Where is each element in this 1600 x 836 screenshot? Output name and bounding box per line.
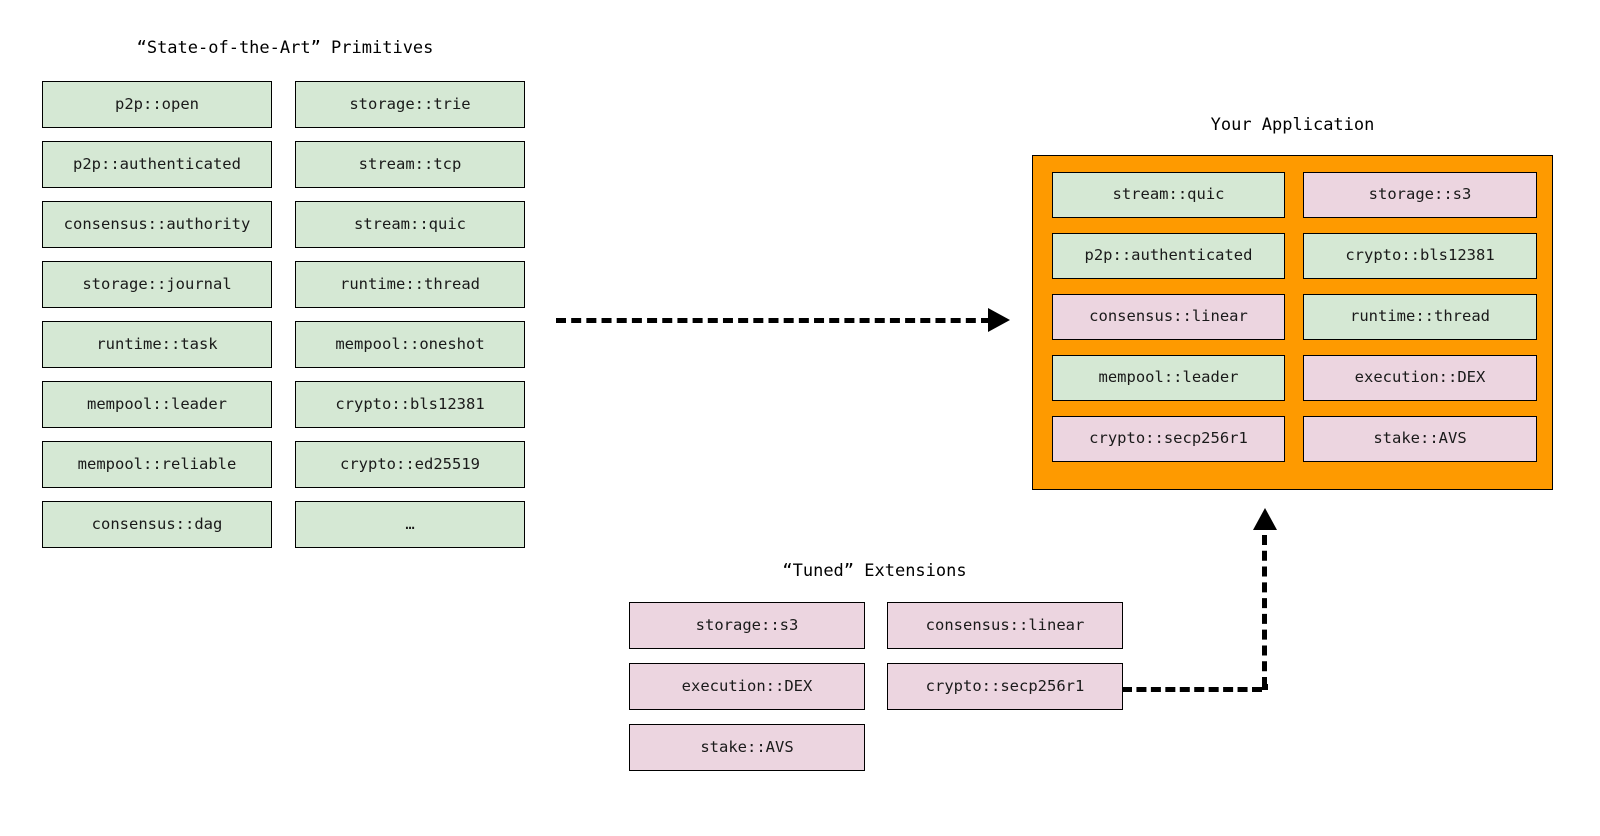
arrow-primitives-to-application-line — [556, 318, 991, 323]
application-box-right-1[interactable]: crypto::bls12381 — [1303, 233, 1537, 279]
extension-box-left-0-label: storage::s3 — [695, 615, 799, 634]
application-box-left-3[interactable]: mempool::leader — [1052, 355, 1285, 401]
primitive-box-right-6[interactable]: crypto::ed25519 — [295, 441, 525, 488]
application-box-right-0-label: storage::s3 — [1368, 185, 1472, 204]
primitive-box-left-6[interactable]: mempool::reliable — [42, 441, 272, 488]
extension-box-left-2-label: stake::AVS — [700, 737, 794, 756]
primitive-box-left-0-label: p2p::open — [115, 94, 199, 113]
arrow-extensions-to-application-head — [1253, 508, 1277, 530]
application-box-right-3-label: execution::DEX — [1354, 368, 1486, 387]
primitive-box-left-1[interactable]: p2p::authenticated — [42, 141, 272, 188]
extension-box-left-1[interactable]: execution::DEX — [629, 663, 865, 710]
application-box-left-3-label: mempool::leader — [1098, 368, 1239, 387]
primitive-box-right-1-label: stream::tcp — [358, 154, 462, 173]
primitive-box-left-4-label: runtime::task — [96, 334, 218, 353]
extension-box-left-0[interactable]: storage::s3 — [629, 602, 865, 649]
arrow-extensions-to-application-corner — [1262, 684, 1268, 690]
primitive-box-left-7[interactable]: consensus::dag — [42, 501, 272, 548]
application-box-left-1-label: p2p::authenticated — [1084, 246, 1253, 265]
application-box-right-4[interactable]: stake::AVS — [1303, 416, 1537, 462]
application-box-left-4[interactable]: crypto::secp256r1 — [1052, 416, 1285, 462]
primitive-box-left-7-label: consensus::dag — [91, 514, 223, 533]
application-box-right-3[interactable]: execution::DEX — [1303, 355, 1537, 401]
primitive-box-left-4[interactable]: runtime::task — [42, 321, 272, 368]
primitive-box-right-5[interactable]: crypto::bls12381 — [295, 381, 525, 428]
application-box-left-2[interactable]: consensus::linear — [1052, 294, 1285, 340]
application-box-right-4-label: stake::AVS — [1373, 429, 1467, 448]
primitive-box-left-5[interactable]: mempool::leader — [42, 381, 272, 428]
primitive-box-right-6-label: crypto::ed25519 — [340, 454, 480, 473]
application-box-left-0-label: stream::quic — [1112, 185, 1225, 204]
extension-box-right-0-label: consensus::linear — [925, 615, 1085, 634]
primitive-box-left-0[interactable]: p2p::open — [42, 81, 272, 128]
extension-box-left-1-label: execution::DEX — [681, 676, 813, 695]
application-box-left-4-label: crypto::secp256r1 — [1089, 429, 1248, 448]
arrow-extensions-to-application-segment-horizontal — [1122, 687, 1262, 692]
primitive-box-right-0-label: storage::trie — [349, 94, 471, 113]
primitives-section-title: “State-of-the-Art” Primitives — [136, 38, 434, 58]
application-box-left-0[interactable]: stream::quic — [1052, 172, 1285, 218]
primitive-box-left-5-label: mempool::leader — [87, 394, 227, 413]
application-box-right-2[interactable]: runtime::thread — [1303, 294, 1537, 340]
arrow-extensions-to-application-segment-vertical — [1262, 535, 1267, 687]
primitive-box-right-4-label: mempool::oneshot — [335, 334, 485, 353]
primitive-box-left-6-label: mempool::reliable — [77, 454, 237, 473]
primitive-box-right-4[interactable]: mempool::oneshot — [295, 321, 525, 368]
extension-box-right-0[interactable]: consensus::linear — [887, 602, 1123, 649]
application-section-title: Your Application — [1210, 115, 1375, 135]
primitive-box-left-2[interactable]: consensus::authority — [42, 201, 272, 248]
primitive-box-left-3-label: storage::journal — [82, 274, 232, 293]
primitive-box-right-2-label: stream::quic — [354, 214, 466, 233]
application-box-left-1[interactable]: p2p::authenticated — [1052, 233, 1285, 279]
primitive-box-left-1-label: p2p::authenticated — [73, 154, 241, 173]
primitive-box-right-7-label: … — [405, 514, 415, 533]
primitive-box-left-2-label: consensus::authority — [63, 214, 251, 233]
arrow-primitives-to-application-head — [988, 308, 1010, 332]
extension-box-left-2[interactable]: stake::AVS — [629, 724, 865, 771]
primitive-box-right-7[interactable]: … — [295, 501, 525, 548]
application-box-right-0[interactable]: storage::s3 — [1303, 172, 1537, 218]
primitive-box-right-0[interactable]: storage::trie — [295, 81, 525, 128]
primitive-box-right-5-label: crypto::bls12381 — [335, 394, 485, 413]
application-box-left-2-label: consensus::linear — [1089, 307, 1248, 326]
primitive-box-right-1[interactable]: stream::tcp — [295, 141, 525, 188]
primitive-box-right-3[interactable]: runtime::thread — [295, 261, 525, 308]
primitive-box-left-3[interactable]: storage::journal — [42, 261, 272, 308]
extensions-section-title: “Tuned” Extensions — [782, 561, 967, 581]
application-box-right-1-label: crypto::bls12381 — [1345, 246, 1495, 265]
application-box-right-2-label: runtime::thread — [1350, 307, 1490, 326]
extension-box-right-1[interactable]: crypto::secp256r1 — [887, 663, 1123, 710]
primitive-box-right-3-label: runtime::thread — [340, 274, 480, 293]
primitive-box-right-2[interactable]: stream::quic — [295, 201, 525, 248]
extension-box-right-1-label: crypto::secp256r1 — [925, 676, 1085, 695]
